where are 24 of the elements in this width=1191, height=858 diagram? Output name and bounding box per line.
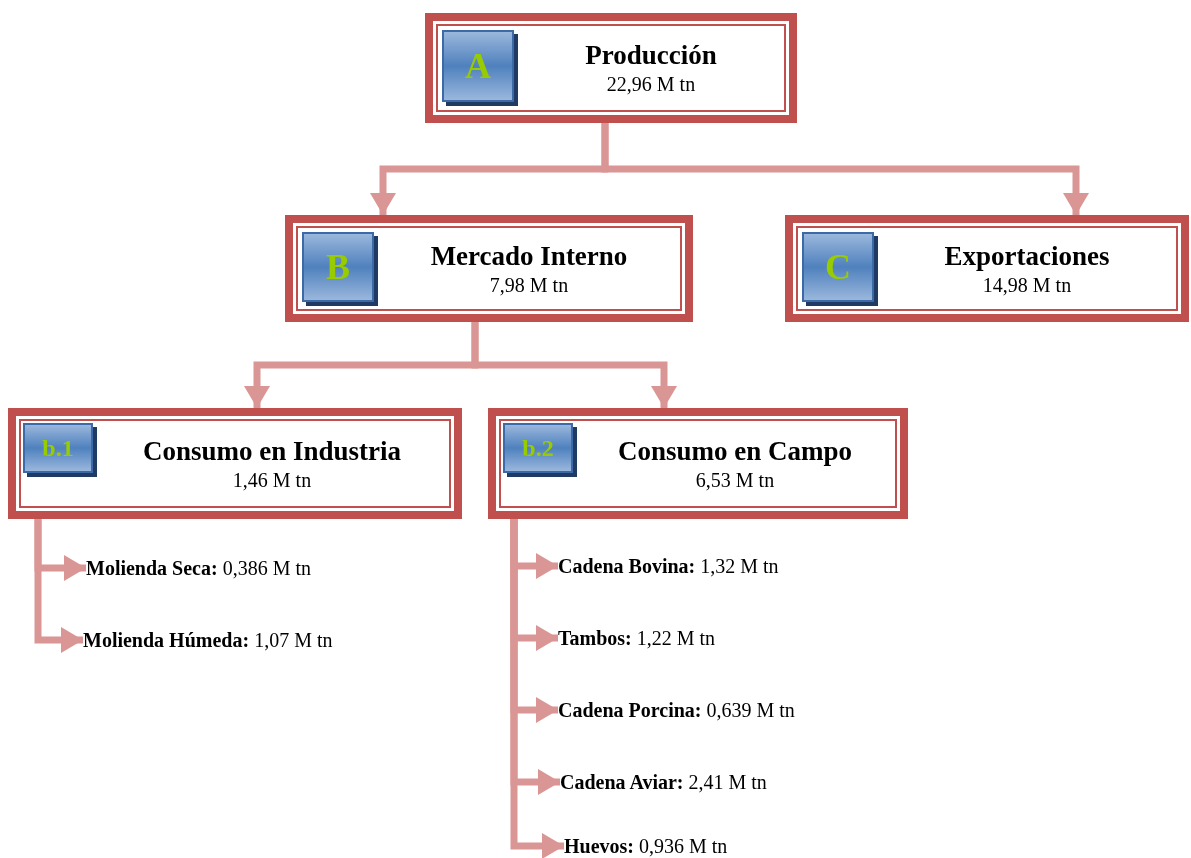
box-title: Producción [585,39,717,71]
box-value: 6,53 M tn [695,467,775,493]
item-label: Huevos: 0,936 M tn [564,834,728,858]
box-value: 22,96 M tn [606,72,696,97]
box-value: 14,98 M tn [982,272,1072,298]
item-label: Molienda Húmeda: 1,07 M tn [83,628,333,652]
arrow [601,123,1089,215]
arrow [471,322,677,408]
box-title: Consumo en Industria [142,434,402,467]
process-box [285,215,693,322]
box-title: Consumo en Campo [617,434,852,467]
box-title: Mercado Interno [430,239,628,272]
box-value: 7,98 M tn [489,272,569,298]
item-label: Cadena Aviar: 2,41 M tn [560,770,767,794]
process-box [488,408,908,519]
process-box [785,215,1189,322]
item-label: Cadena Bovina: 1,32 M tn [558,554,779,578]
box-title: Exportaciones [944,239,1110,272]
item-label: Molienda Seca: 0,386 M tn [86,556,311,580]
process-box [425,13,797,123]
item-label: Cadena Porcina: 0,639 M tn [558,698,795,722]
process-box [8,408,462,519]
item-label: Tambos: 1,22 M tn [558,626,716,650]
box-value: 1,46 M tn [232,467,312,493]
